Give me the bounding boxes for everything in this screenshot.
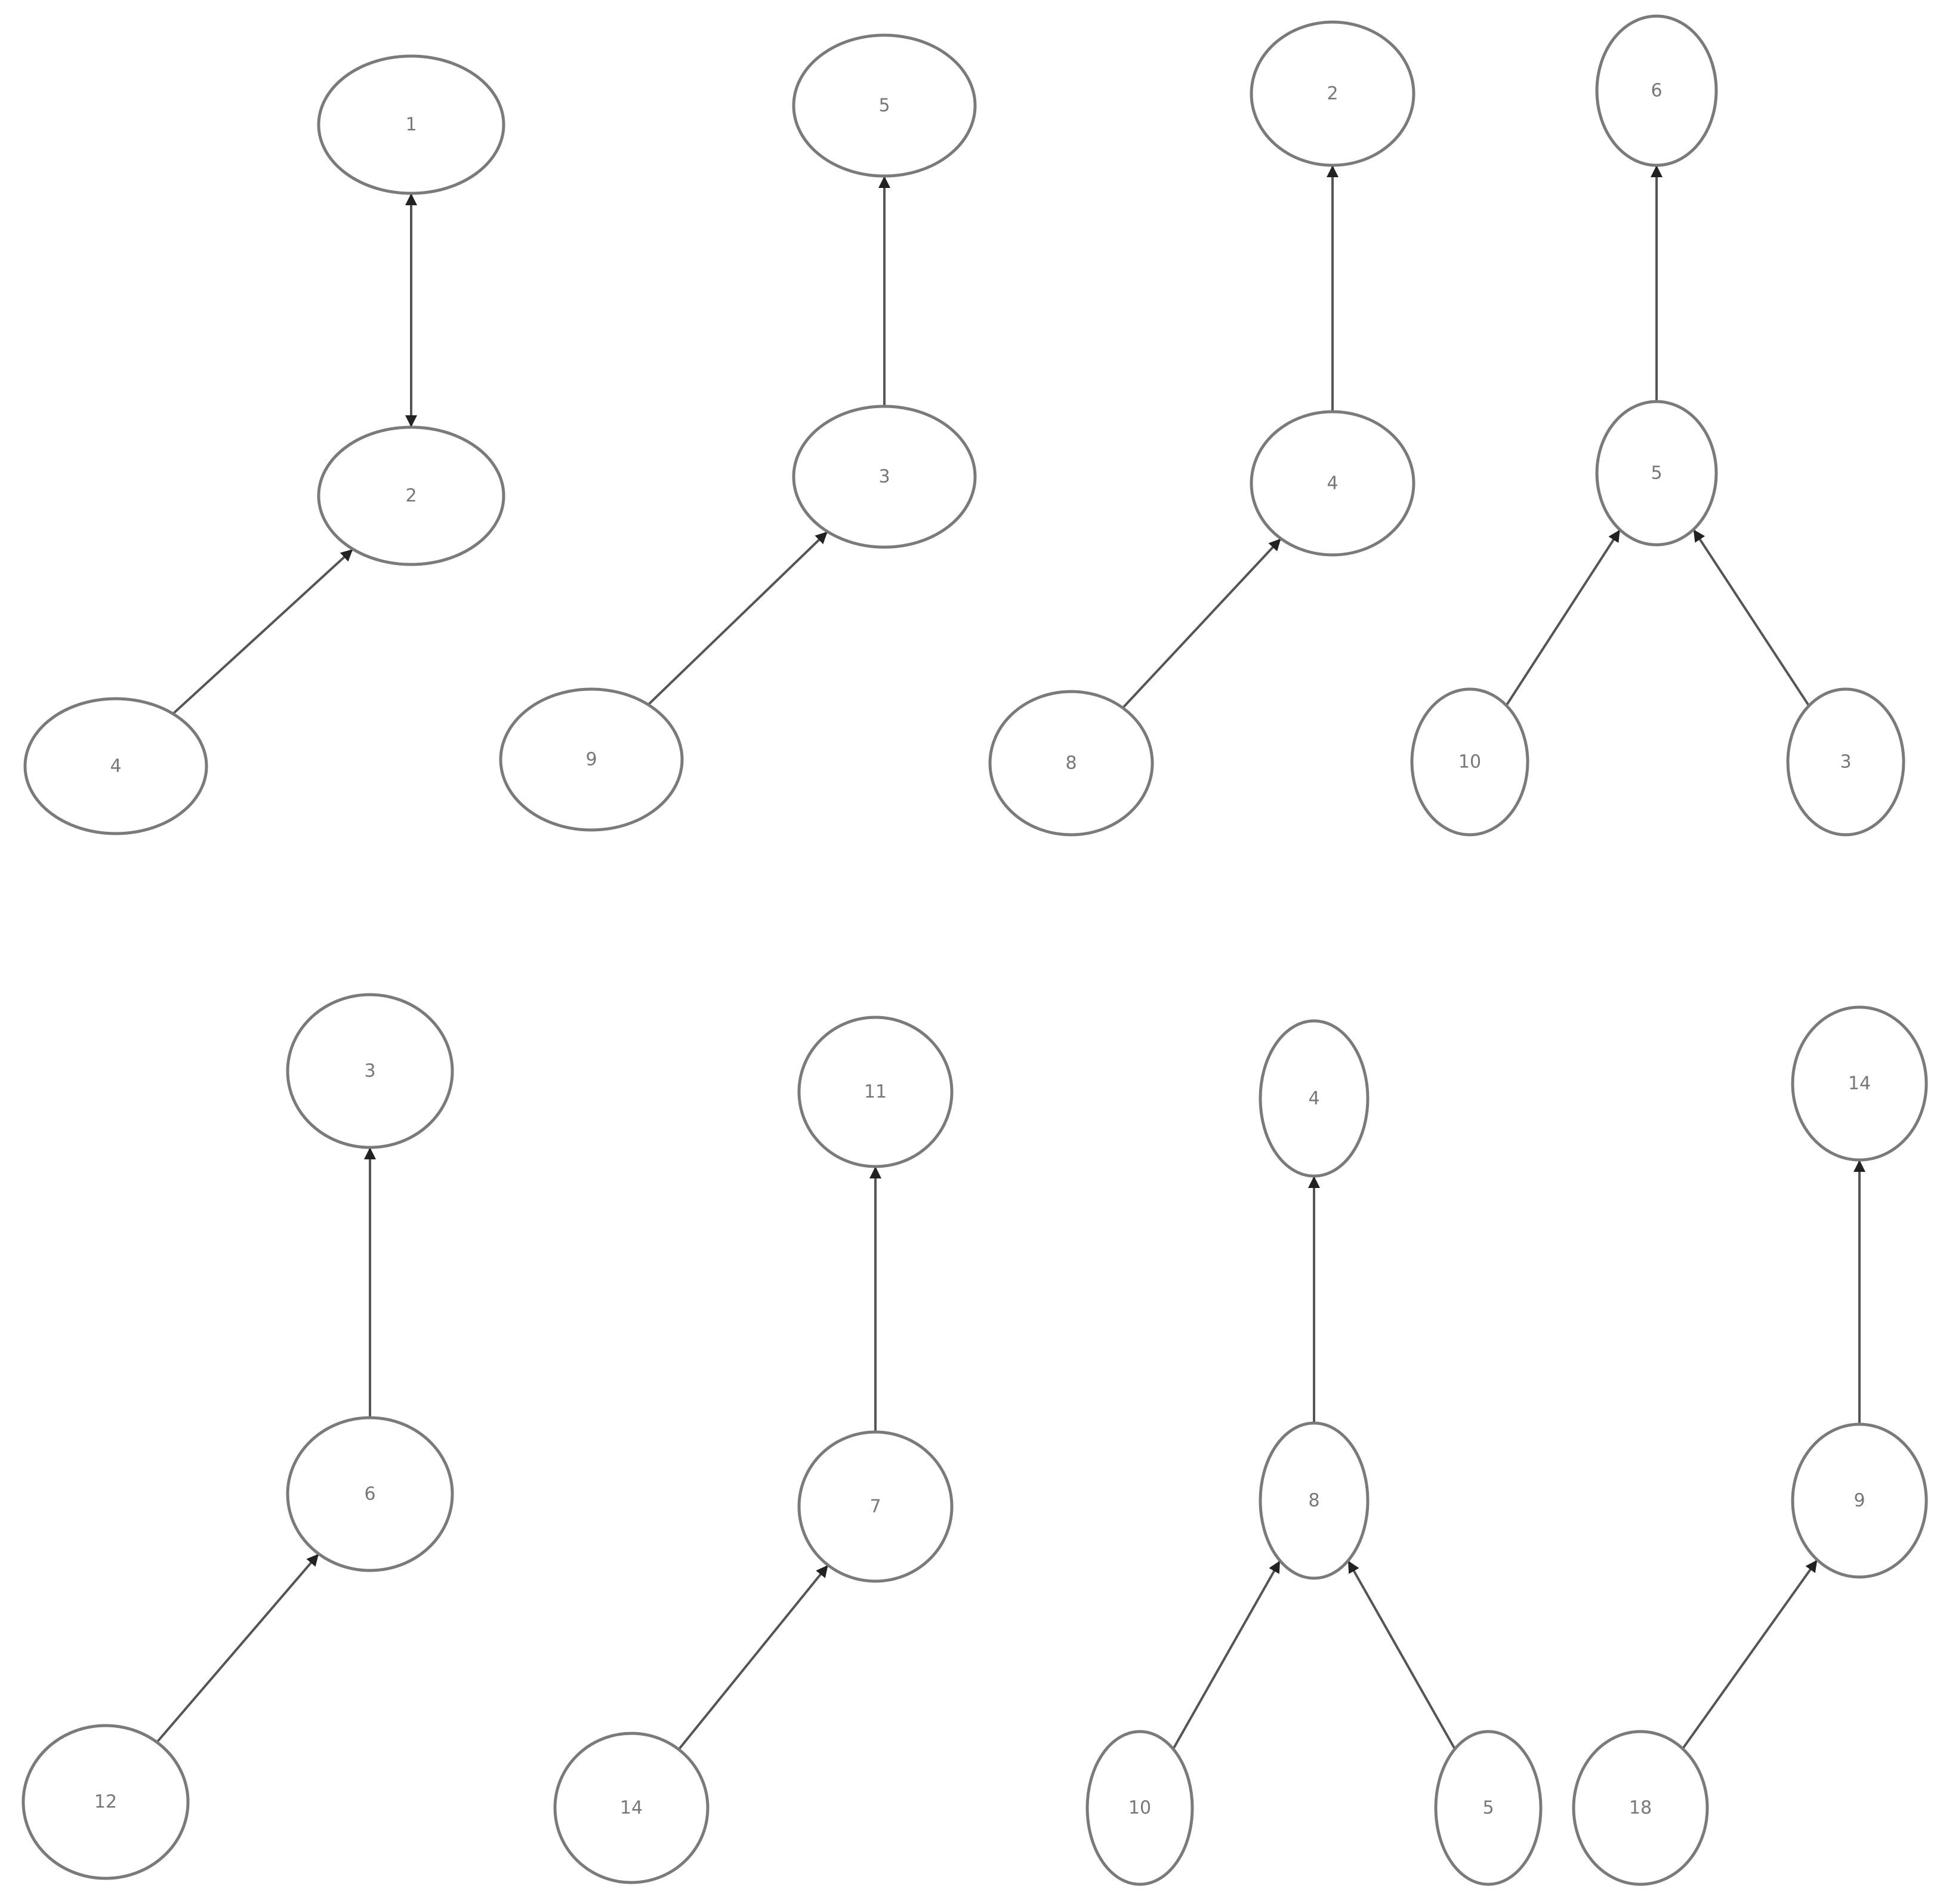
node-ellipse	[1259, 1421, 1370, 1580]
graph-panel	[172, 193, 417, 715]
node-label: 8	[1065, 753, 1077, 774]
node-ellipse	[1786, 687, 1905, 837]
edge-arrow	[677, 1564, 829, 1751]
node-label: 3	[1840, 752, 1851, 773]
node-label: 14	[620, 1798, 643, 1819]
node-ellipse	[988, 690, 1154, 837]
graph-panel	[677, 1167, 881, 1751]
node-ellipse	[23, 697, 208, 835]
graph-node: 1	[317, 54, 505, 195]
graph-node: 18	[1572, 1730, 1709, 1886]
node-ellipse	[1250, 20, 1415, 167]
node-label: 10	[1128, 1798, 1151, 1819]
node-ellipse	[792, 33, 977, 178]
node-ellipse	[1434, 1730, 1543, 1886]
graph-node: 9	[1791, 1422, 1928, 1579]
node-label: 3	[878, 467, 890, 487]
node-label: 6	[364, 1484, 375, 1505]
graph-node: 14	[553, 1732, 710, 1884]
node-label: 9	[1853, 1491, 1865, 1511]
graph-node: 7	[797, 1430, 954, 1583]
node-ellipse	[286, 1416, 454, 1572]
node-ellipse	[317, 54, 505, 195]
graph-node: 4	[23, 697, 208, 835]
node-ellipse	[1410, 687, 1529, 837]
graph-node: 4	[1259, 1019, 1370, 1178]
node-ellipse	[797, 1016, 954, 1168]
graph-node: 4	[1250, 410, 1415, 557]
graph-panel	[1682, 1160, 1865, 1749]
graph-node: 3	[1786, 687, 1905, 837]
node-label: 18	[1629, 1798, 1652, 1819]
node-label: 2	[405, 486, 417, 507]
edge-arrow	[647, 530, 829, 706]
graph-node: 8	[988, 690, 1154, 837]
node-label: 5	[878, 95, 890, 116]
node-label: 1	[405, 115, 417, 135]
graph-panel	[1505, 165, 1810, 706]
graph-panel	[647, 176, 890, 706]
node-ellipse	[1791, 1005, 1928, 1162]
graph-node: 5	[792, 33, 977, 178]
graph-node: 3	[286, 993, 454, 1149]
graph-node: 10	[1085, 1730, 1194, 1886]
graph-node: 9	[499, 687, 684, 832]
graph-node: 3	[792, 405, 977, 549]
edge-arrow	[172, 548, 354, 715]
node-ellipse	[317, 425, 505, 566]
node-ellipse	[553, 1732, 710, 1884]
node-ellipse	[1572, 1730, 1709, 1886]
node-ellipse	[21, 1724, 190, 1880]
node-label: 8	[1308, 1491, 1319, 1511]
node-label: 2	[1327, 84, 1338, 104]
graph-panel	[1172, 1176, 1456, 1750]
node-label: 7	[869, 1496, 881, 1517]
edge-arrow	[1692, 529, 1810, 706]
graph-node: 11	[797, 1016, 954, 1168]
node-label: 6	[1651, 81, 1662, 101]
node-ellipse	[286, 993, 454, 1149]
edge-arrow	[156, 1553, 320, 1743]
node-label: 5	[1651, 463, 1662, 484]
node-label: 9	[585, 749, 597, 770]
graph-node: 2	[317, 425, 505, 566]
node-label: 4	[1327, 473, 1338, 494]
node-ellipse	[1250, 410, 1415, 557]
node-ellipse	[1595, 400, 1718, 547]
node-ellipse	[792, 405, 977, 549]
node-ellipse	[797, 1430, 954, 1583]
node-label: 3	[364, 1061, 375, 1082]
node-label: 4	[1308, 1088, 1319, 1109]
node-label: 14	[1848, 1073, 1871, 1094]
graph-node: 6	[1595, 14, 1718, 167]
graph-panel	[1122, 165, 1338, 709]
graph-node: 10	[1410, 687, 1529, 837]
node-ellipse	[1791, 1422, 1928, 1579]
node-label: 12	[94, 1792, 117, 1813]
edge-arrow	[1682, 1559, 1818, 1749]
node-ellipse	[1595, 14, 1718, 167]
graph-node: 6	[286, 1416, 454, 1572]
edge-arrow	[1122, 538, 1282, 709]
graph-node: 5	[1434, 1730, 1543, 1886]
graph-node: 14	[1791, 1005, 1928, 1162]
node-label: 4	[110, 756, 121, 777]
graph-panel	[156, 1147, 376, 1743]
node-label: 10	[1458, 752, 1481, 773]
node-label: 11	[864, 1082, 887, 1103]
edge-arrow	[1347, 1560, 1456, 1750]
edges-layer	[156, 165, 1865, 1751]
graph-node: 2	[1250, 20, 1415, 167]
graph-node: 8	[1259, 1421, 1370, 1580]
node-ellipse	[1259, 1019, 1370, 1178]
node-label: 5	[1482, 1798, 1494, 1819]
graph-node: 12	[21, 1724, 190, 1880]
graph-node: 5	[1595, 400, 1718, 547]
edge-arrow	[1505, 529, 1621, 706]
node-ellipse	[499, 687, 684, 832]
edge-arrow	[1172, 1560, 1281, 1750]
node-ellipse	[1085, 1730, 1194, 1886]
